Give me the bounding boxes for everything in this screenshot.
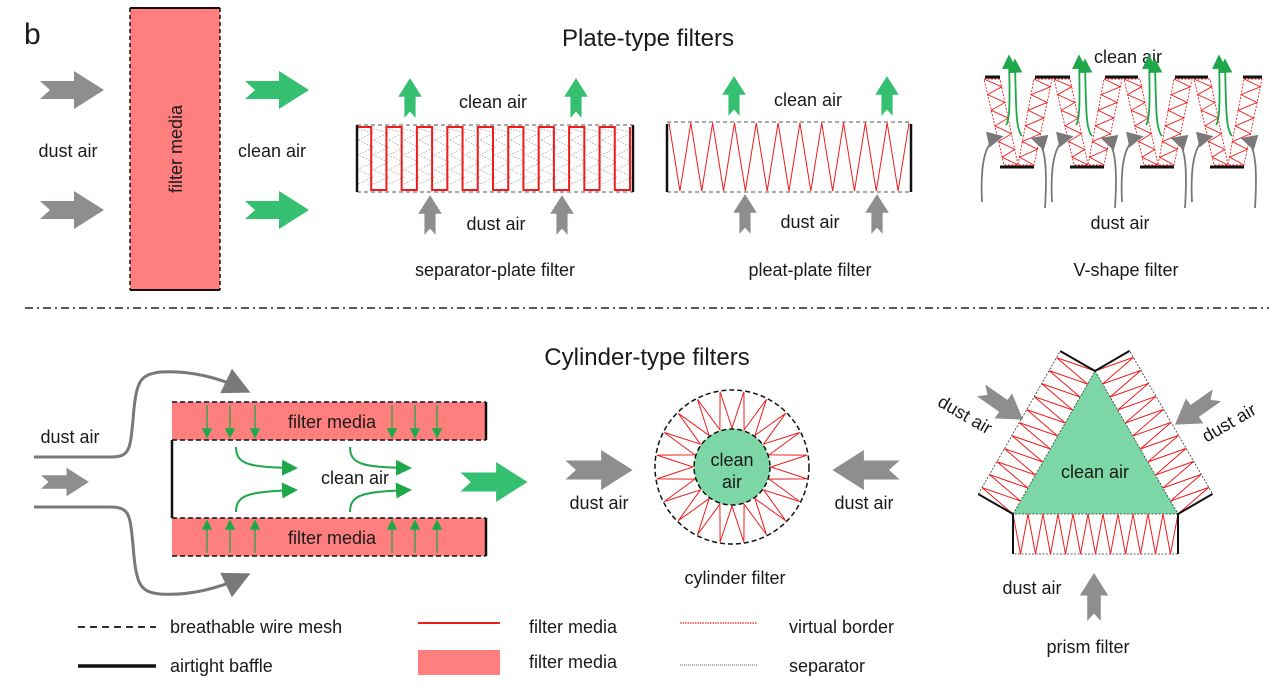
- dust-air-flow: [980, 131, 1004, 203]
- v-shape-caption: V-shape filter: [1073, 260, 1178, 280]
- separator-plate-filter: clean air dust air separator-plate filte…: [355, 78, 635, 280]
- dust-air-arrow-icon: [865, 194, 889, 234]
- clean-air-core: [694, 429, 770, 505]
- clean-air-arrow-icon: [245, 191, 309, 229]
- dust-air-flow: [1030, 134, 1049, 209]
- cylinder-filter-caption: cylinder filter: [684, 568, 785, 588]
- filter-media-line: [1123, 78, 1159, 166]
- dust-air-arrow-icon: [41, 467, 89, 497]
- filter-media-line: [981, 357, 1096, 515]
- dust-air-flow: [1120, 131, 1144, 203]
- pleat-dust-air-label: dust air: [780, 212, 839, 232]
- dust-air-arrow-icon: [40, 71, 104, 109]
- filter-media-line: [1018, 78, 1052, 166]
- clean-air-flow: [1218, 58, 1233, 137]
- cyl-dust-left-label: dust air: [569, 493, 628, 513]
- pleat-plate-caption: pleat-plate filter: [748, 260, 871, 280]
- dust-air-flow: [34, 368, 251, 459]
- airtight-baffle: [1059, 350, 1131, 373]
- plate-type-title: Plate-type filters: [562, 25, 734, 52]
- dust-air-arrow-icon: [40, 191, 104, 229]
- filter-media-line: [1088, 78, 1122, 166]
- wire-mesh: [1094, 350, 1214, 515]
- clean-air-flow: [1008, 58, 1023, 137]
- cylinder-type-title: Cylinder-type filters: [544, 344, 749, 371]
- dust-air-arrow-icon: [1079, 573, 1109, 621]
- filter-media-line: [1158, 78, 1192, 166]
- filter-media-line: [1094, 356, 1210, 515]
- dust-air-arrow-icon: [832, 450, 900, 490]
- filter-media-line: [358, 126, 631, 191]
- basic-dust-air-label: dust air: [38, 141, 97, 161]
- separator-plate-caption: separator-plate filter: [415, 260, 575, 280]
- clean-air-arrow-icon: [564, 78, 588, 118]
- panel-letter: b: [24, 18, 41, 51]
- prism-filter-caption: prism filter: [1046, 637, 1129, 657]
- filter-media-line: [1228, 78, 1262, 166]
- filter-media-block: [130, 8, 220, 290]
- clean-air-arrow-icon: [245, 71, 309, 109]
- tube-filter-media-bottom-label: filter media: [288, 528, 377, 548]
- filter-media-line: [668, 122, 910, 192]
- basic-filter: dust air filter media clean air: [38, 7, 309, 291]
- dust-air-arrow-icon: [565, 450, 633, 490]
- legend-label: breathable wire mesh: [170, 617, 342, 637]
- tube-clean-air-label: clean air: [321, 468, 389, 488]
- legend-label: filter media: [529, 617, 618, 637]
- prism-dust-bottom-label: dust air: [1002, 578, 1061, 598]
- filter-media-line: [656, 391, 808, 543]
- clean-air-flow: [1148, 58, 1163, 137]
- airtight-baffle: [977, 493, 1014, 554]
- clean-air-arrow-icon: [460, 462, 528, 502]
- pleat-plate-filter: clean air dust air pleat-plate filter: [665, 76, 913, 280]
- clean-air-flow: [1078, 58, 1093, 137]
- dust-air-arrow-icon: [550, 195, 574, 235]
- prism-clean-air-label: clean air: [1061, 462, 1129, 482]
- filter-media-label: filter media: [166, 104, 186, 193]
- basic-clean-air-label: clean air: [238, 141, 306, 161]
- dust-air-flow: [34, 505, 251, 598]
- pleat-clean-air-label: clean air: [774, 90, 842, 110]
- wire-mesh: [1012, 513, 1179, 555]
- dust-air-arrow-icon: [418, 195, 442, 235]
- dust-air-arrow-icon: [733, 194, 757, 234]
- clean-air-core: [1013, 371, 1178, 514]
- dust-air-flow: [1100, 134, 1119, 209]
- legend: breathable wire mesh airtight baffle fil…: [78, 617, 894, 676]
- tube-filter-media-top-label: filter media: [288, 412, 377, 432]
- v-clean-air-label: clean air: [1094, 47, 1162, 67]
- dust-air-flow: [1050, 131, 1074, 203]
- tube-filter: dust air filter media filter media clean…: [34, 368, 528, 598]
- clean-air-arrow-icon: [875, 76, 899, 116]
- filter-media-line: [983, 78, 1019, 166]
- wire-mesh-ring: [654, 389, 810, 545]
- cyl-dust-right-label: dust air: [834, 493, 893, 513]
- dust-air-flow: [1190, 131, 1214, 203]
- filter-media-line: [1053, 78, 1089, 166]
- legend-label: airtight baffle: [170, 656, 273, 676]
- prism-filter: clean air dust air dust air dust air pri…: [934, 350, 1260, 657]
- clean-air-arrow-icon: [722, 76, 746, 116]
- dust-air-flow: [1170, 134, 1189, 209]
- cylinder-filter: dust air dust air clean air cylinder fil…: [565, 389, 900, 588]
- sep-clean-air-label: clean air: [459, 92, 527, 112]
- v-shape-filter: clean air dust air V-shape filter: [980, 47, 1263, 280]
- cyl-clean-label-2: air: [722, 472, 742, 492]
- filter-media-line: [1193, 78, 1229, 166]
- sep-dust-air-label: dust air: [466, 214, 525, 234]
- cyl-clean-label-1: clean: [710, 450, 753, 470]
- v-dust-air-label: dust air: [1090, 213, 1149, 233]
- airtight-baffle: [1177, 493, 1214, 554]
- legend-label: filter media: [529, 652, 618, 672]
- tube-dust-air-label: dust air: [40, 427, 99, 447]
- dust-air-flow: [1240, 134, 1259, 209]
- legend-label: separator: [789, 656, 865, 676]
- clean-air-arrow-icon: [398, 78, 422, 118]
- separator-lines: [357, 128, 634, 185]
- filter-media-line: [1012, 513, 1179, 555]
- legend-swatch-fill-red: [418, 650, 500, 675]
- legend-label: virtual border: [789, 617, 894, 637]
